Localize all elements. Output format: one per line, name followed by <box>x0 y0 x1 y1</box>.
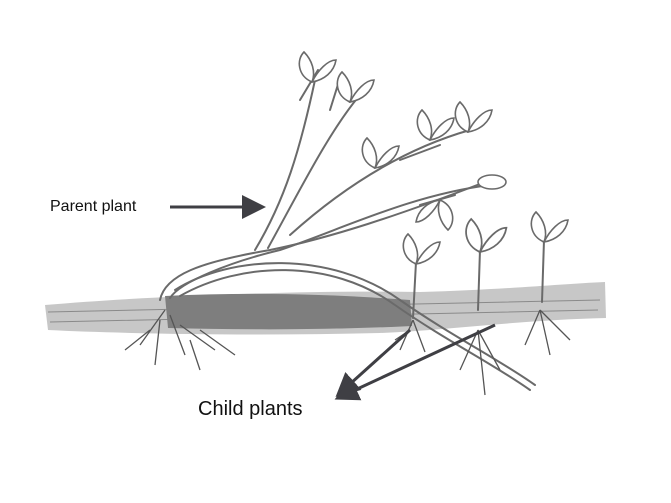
buried-stem <box>165 293 412 330</box>
parent-plant-label: Parent plant <box>50 198 137 215</box>
parent-plant <box>124 51 536 391</box>
child-plants-label: Child plants <box>198 398 303 420</box>
child-arrow-1 <box>335 328 412 398</box>
child-arrow-2 <box>334 323 496 401</box>
